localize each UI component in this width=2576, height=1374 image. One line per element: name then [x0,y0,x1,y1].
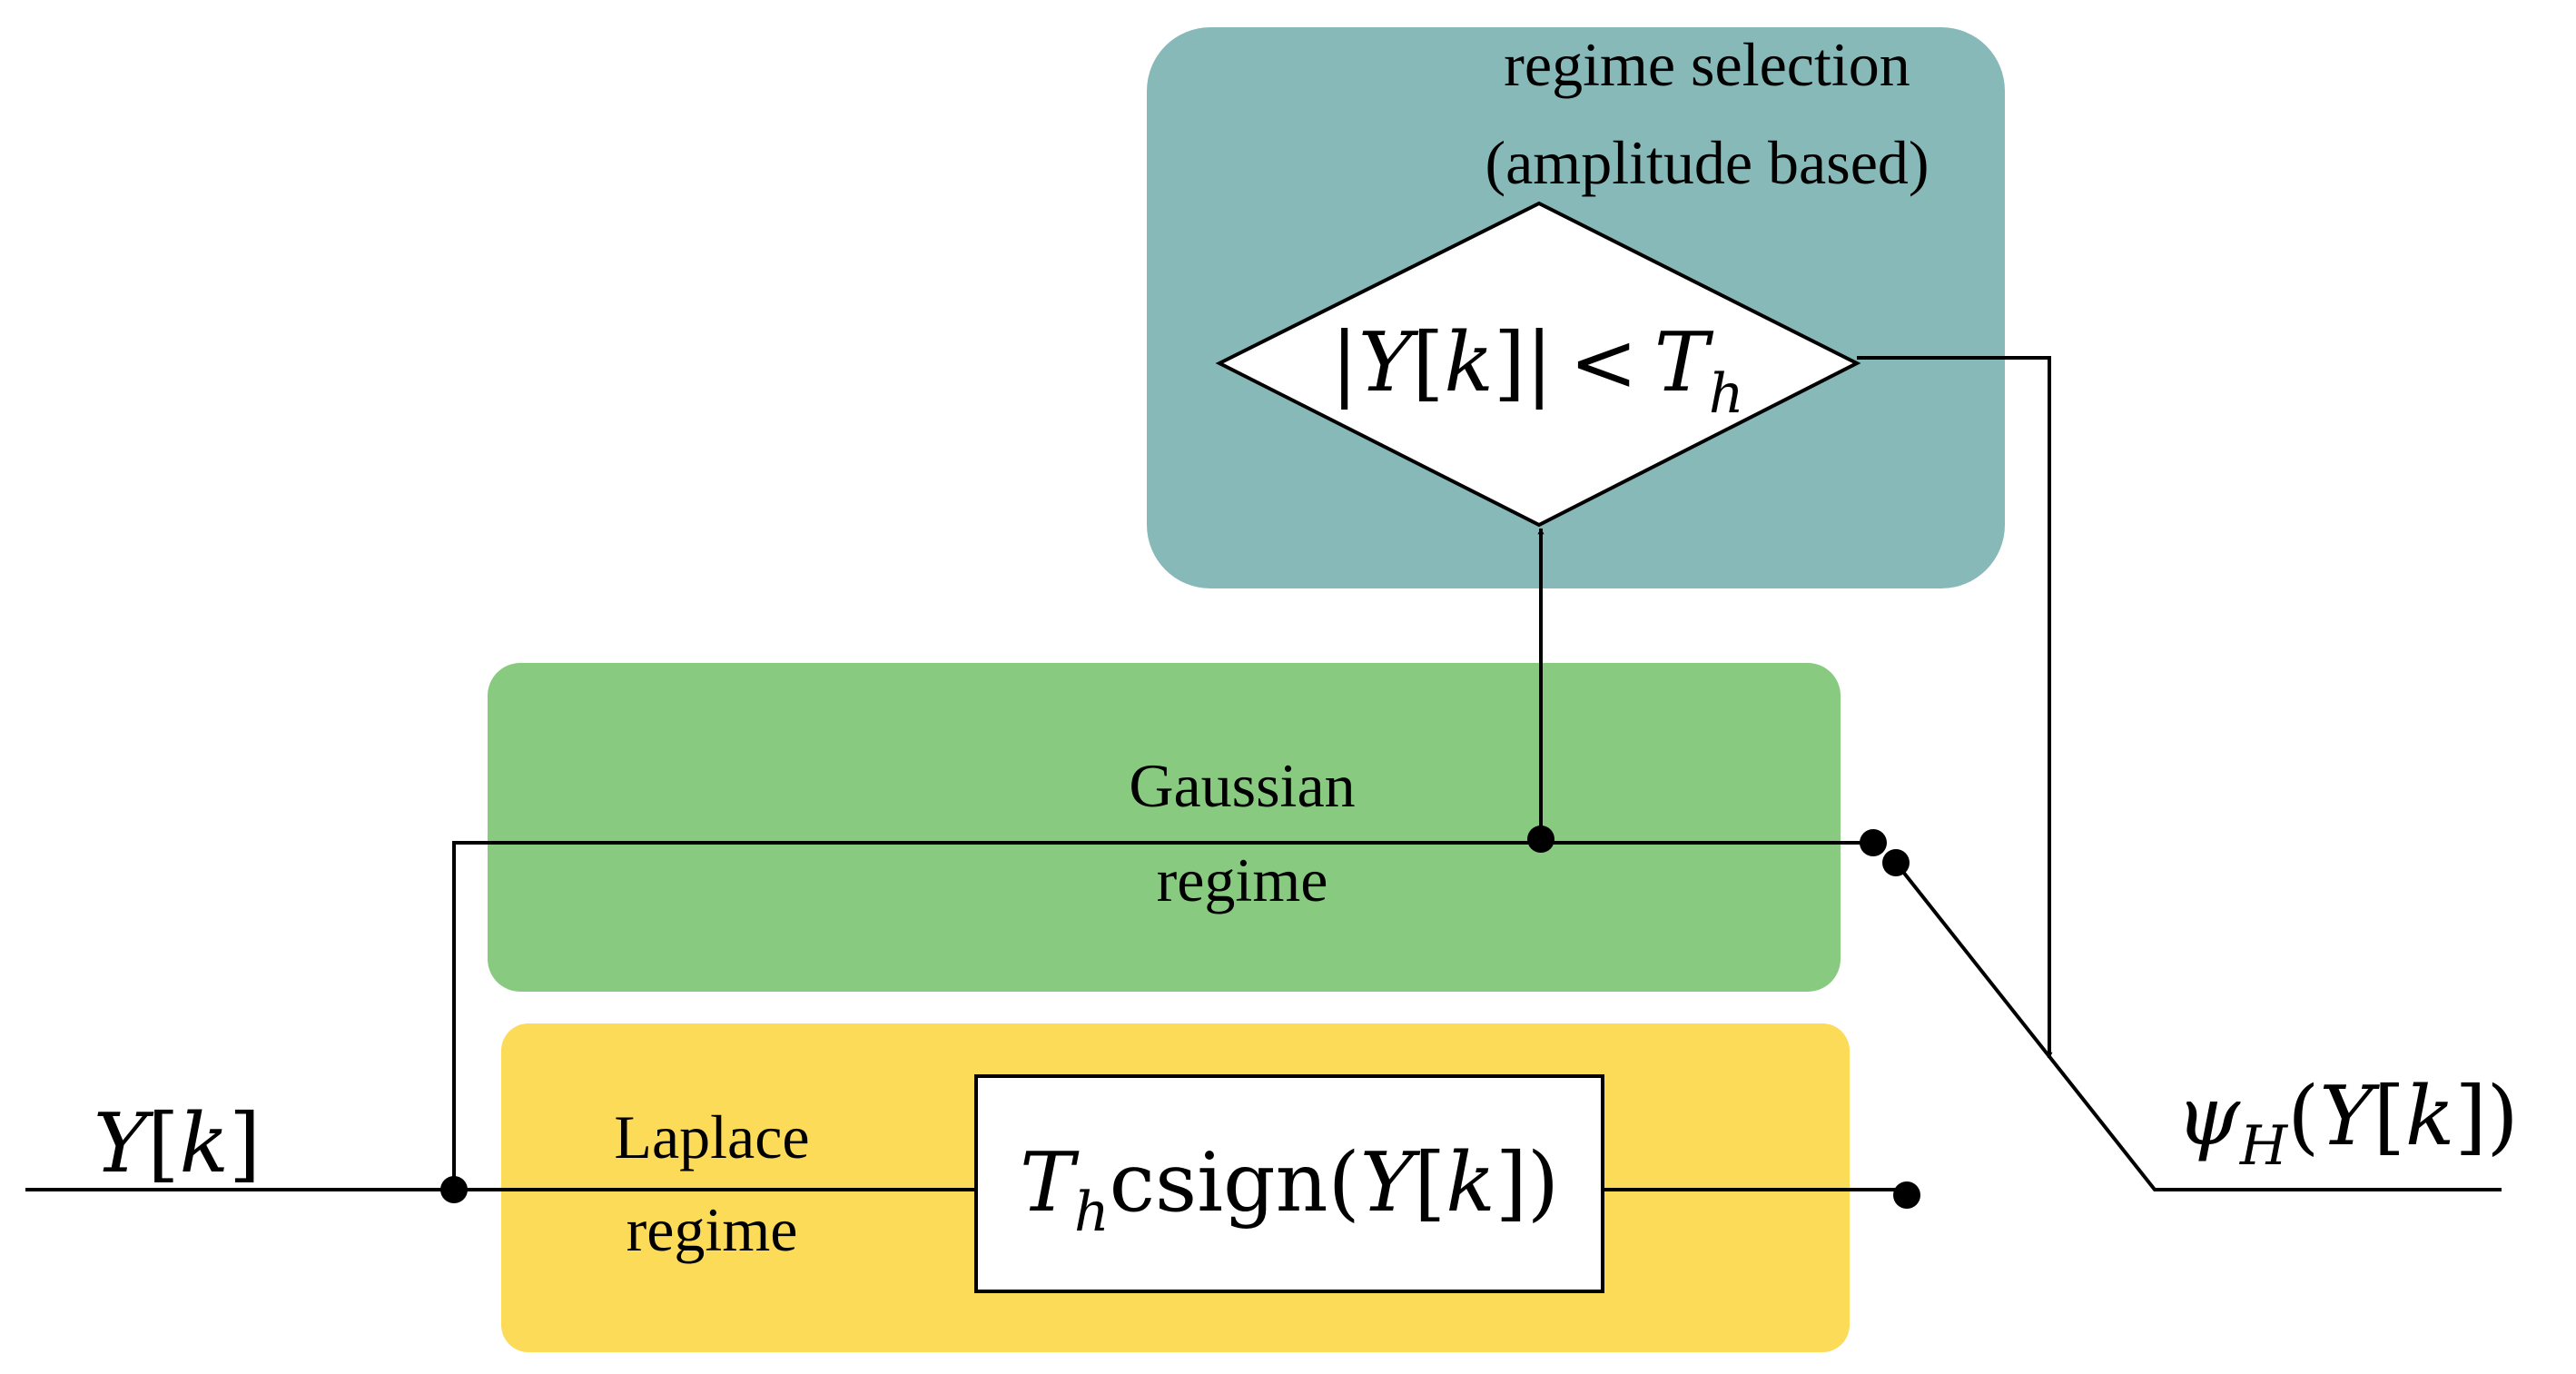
gaussian-regime-panel [488,663,1841,992]
regime-switch-lever [1894,861,2502,1191]
decision-condition: |Y[k]|<Th [1331,315,1744,426]
output-signal-label: ψH(Y[k]) [2176,1069,2518,1178]
laplace-regime-label-line1: Laplace [614,1102,809,1171]
gaussian-branch-wire [452,841,1873,1190]
input-signal-label: Y[k] [94,1096,261,1191]
csign-function-label: Thcsign(Y[k]) [1020,1135,1559,1244]
gaussian-contact-dot [1860,829,1887,856]
regime-selection-title-line2: (amplitude based) [1485,128,1929,197]
input-junction-dot [440,1176,468,1203]
control-signal-arrow [1857,356,2053,1059]
amplitude-junction-dot [1527,825,1554,853]
laplace-contact-dot [1893,1181,1920,1209]
laplace-regime-label-line2: regime [627,1195,798,1264]
switch-pivot-dot [1882,849,1910,876]
decision-diamond [1215,201,1861,528]
gaussian-regime-label-line2: regime [1157,845,1328,914]
csign-function-box [974,1074,1604,1293]
regime-selection-title-line1: regime selection [1504,30,1910,99]
gaussian-regime-label-line1: Gaussian [1129,751,1355,820]
